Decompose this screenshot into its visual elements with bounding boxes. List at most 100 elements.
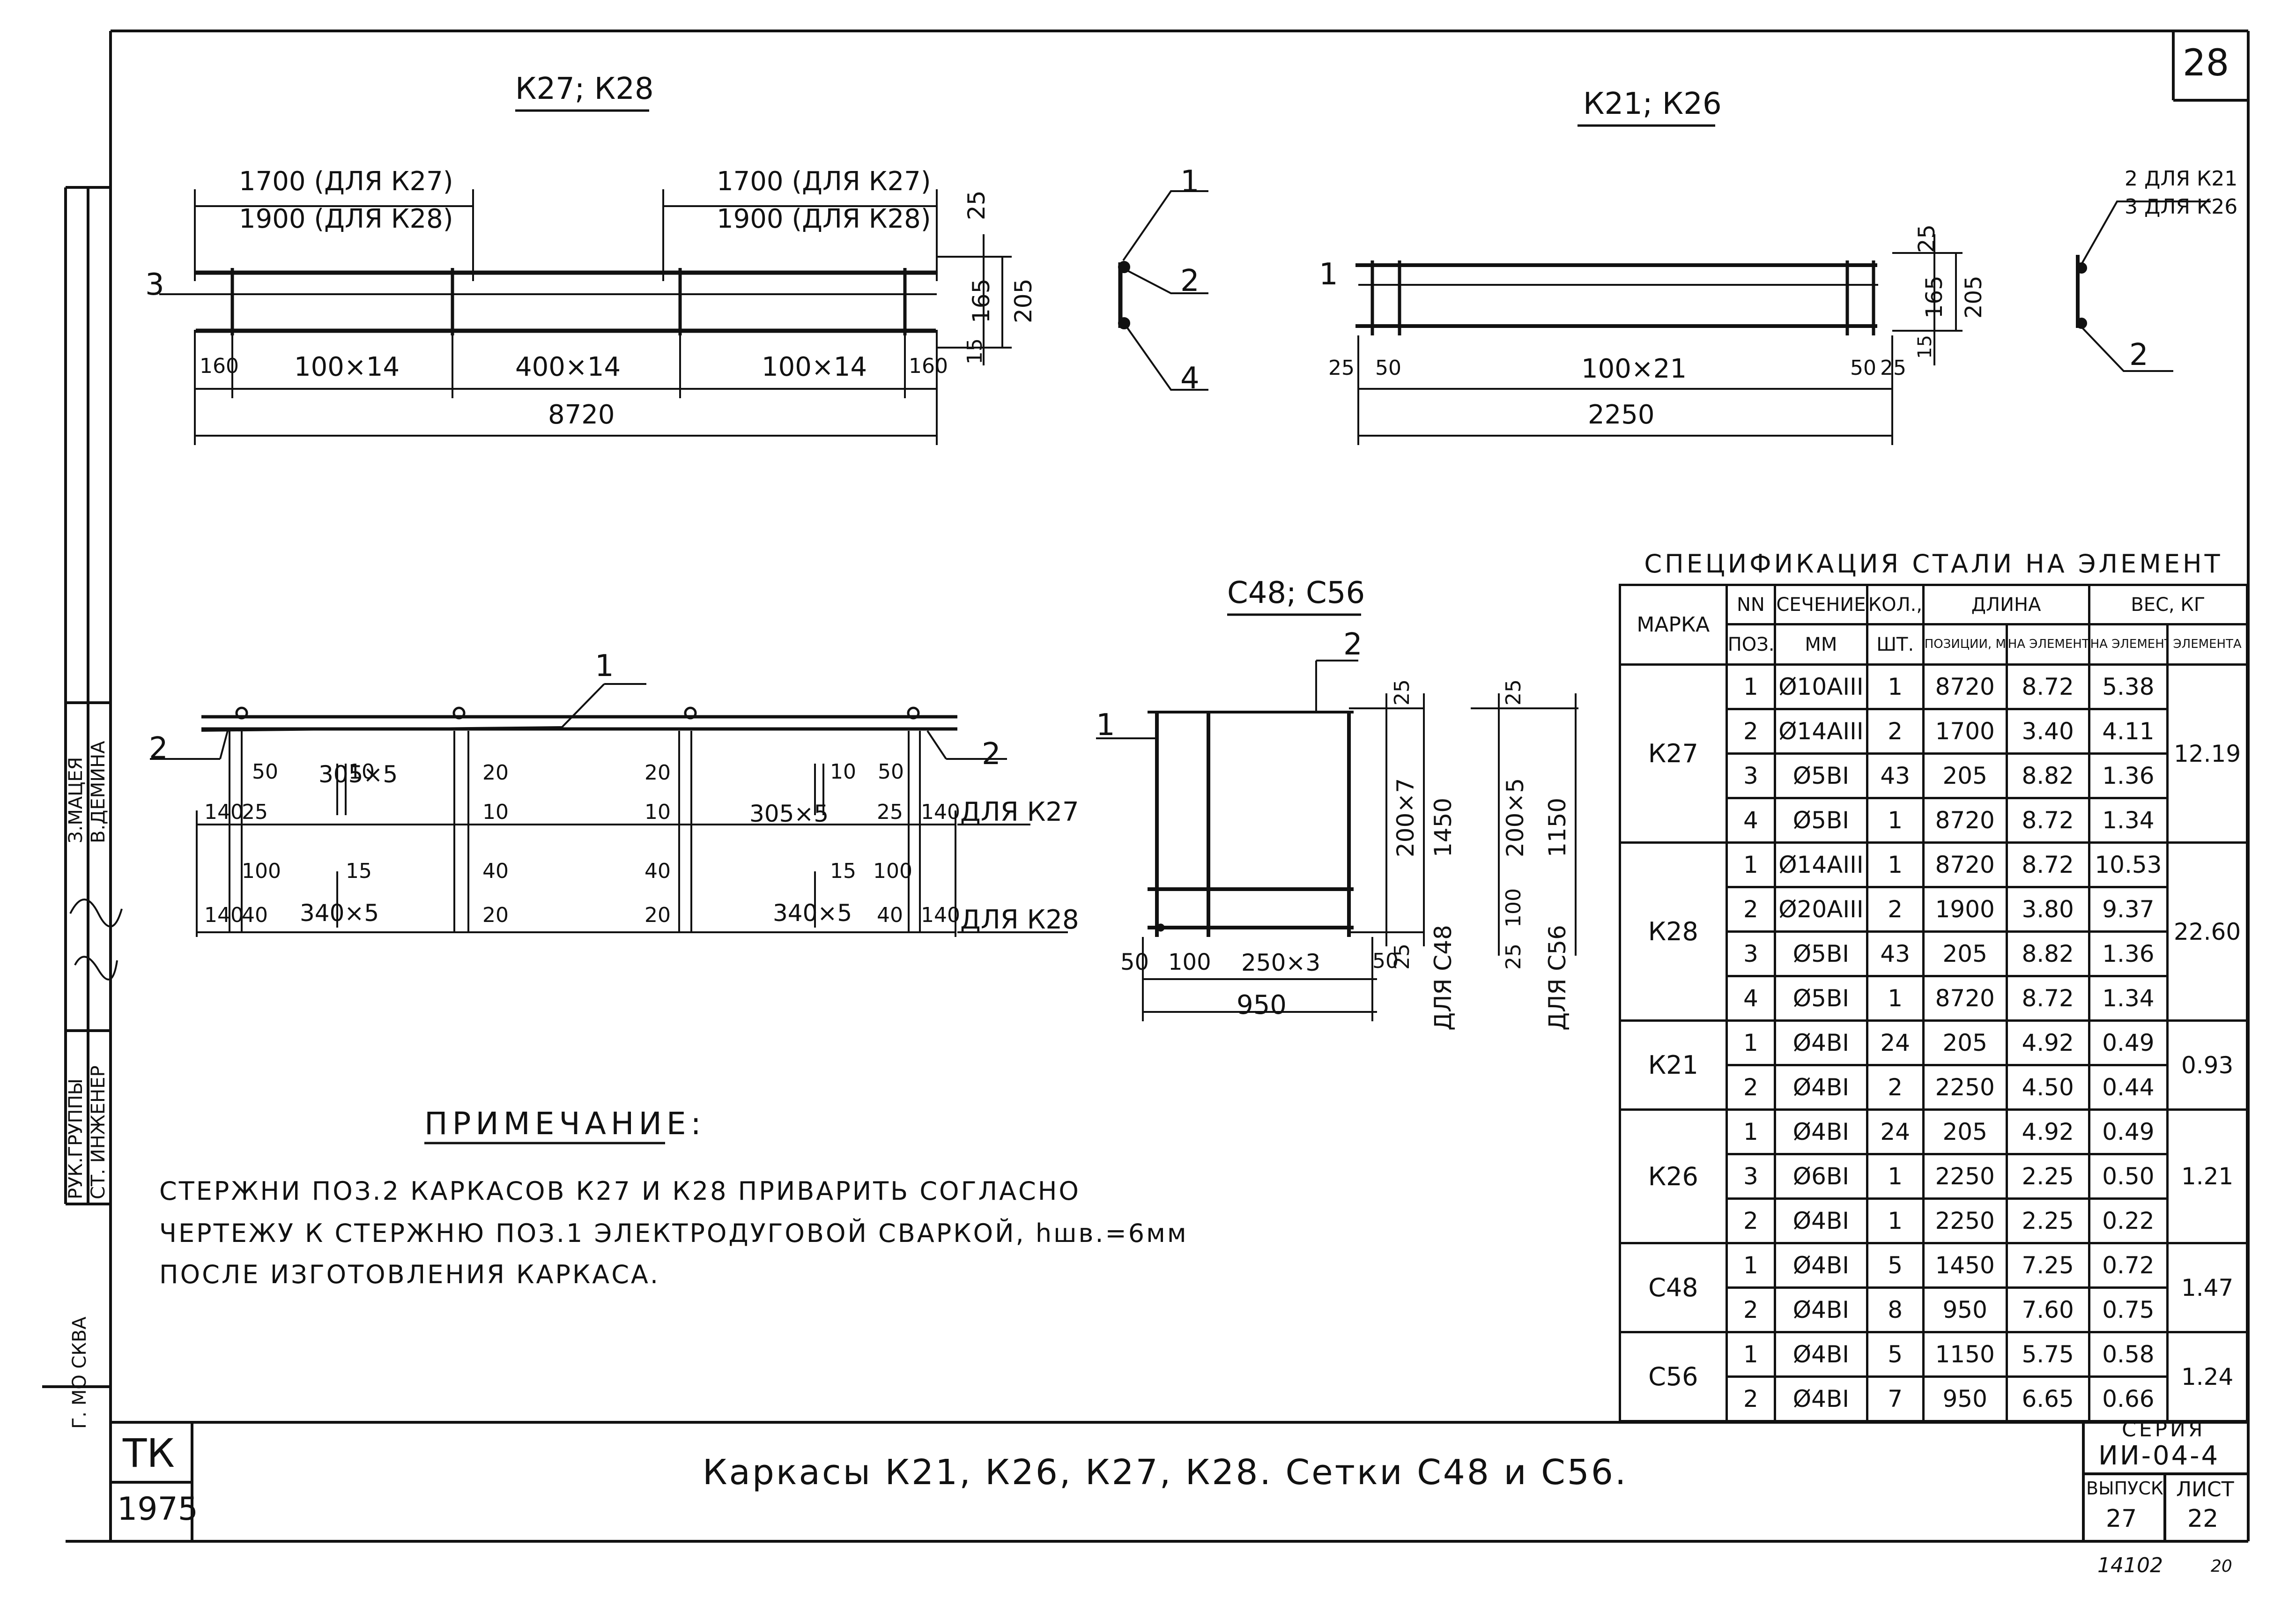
spec-h-len-el: НА ЭЛЕМЕНТ, М xyxy=(2005,623,2090,666)
dim-v165: 165 xyxy=(968,278,995,323)
spec-weight-cell: 0.58 xyxy=(2088,1331,2169,1378)
spec-len-mm-cell: 950 xyxy=(1922,1286,2008,1333)
dim-v25: 25 xyxy=(963,190,990,220)
plan-r1b-140: 140 xyxy=(921,800,960,824)
spec-len-m-cell: 2.25 xyxy=(2005,1197,2090,1244)
view-title-k27: К27; К28 xyxy=(515,72,654,106)
plan-for-k27: ДЛЯ К27 xyxy=(960,797,1079,827)
spec-len-mm-cell: 205 xyxy=(1922,1108,2008,1155)
spec-len-mm-cell: 205 xyxy=(1922,752,2008,799)
note-line-2: ЧЕРТЕЖУ К СТЕРЖНЮ ПОЗ.1 ЭЛЕКТРОДУГОВОЙ С… xyxy=(159,1219,1188,1248)
spec-h-mark: МАРКА xyxy=(1619,584,1728,666)
mesh-pos-1: 1 xyxy=(1096,708,1115,743)
spec-len-mm-cell: 1700 xyxy=(1922,708,2008,755)
k21-section-note-2: 3 ДЛЯ К26 xyxy=(2125,195,2238,219)
plan-r1-140: 140 xyxy=(204,800,244,824)
k21-dim-50-a: 50 xyxy=(1375,356,1401,380)
plan-r1b-20: 20 xyxy=(644,761,671,785)
spec-qty-cell: 5 xyxy=(1866,1242,1925,1289)
spec-len-mm-cell: 1150 xyxy=(1922,1331,2008,1378)
spec-weight-cell: 10.53 xyxy=(2088,841,2169,888)
plan-r1-20: 20 xyxy=(482,761,509,785)
spec-len-m-cell: 2.25 xyxy=(2005,1153,2090,1200)
spec-total-cell: 1.47 xyxy=(2166,1242,2248,1333)
spec-section-cell: Ø4BI xyxy=(1774,1375,1868,1422)
k21-section-note-1: 2 ДЛЯ К21 xyxy=(2125,167,2238,191)
spec-pos-cell: 3 xyxy=(1725,752,1777,799)
spec-len-m-cell: 4.50 xyxy=(2005,1064,2090,1111)
k21-v205: 205 xyxy=(1961,275,1987,319)
plan-r2-top-15: 15 xyxy=(346,859,372,883)
spec-pos-cell: 1 xyxy=(1725,1331,1777,1378)
plan-r2b-top-40: 40 xyxy=(644,859,671,883)
spec-weight-cell: 9.37 xyxy=(2088,886,2169,933)
spec-len-m-cell: 8.72 xyxy=(2005,797,2090,844)
plan-r2-top-40: 40 xyxy=(482,859,509,883)
spec-qty-cell: 5 xyxy=(1866,1331,1925,1378)
spec-qty-cell: 1 xyxy=(1866,663,1925,710)
note-heading: ПРИМЕЧАНИЕ: xyxy=(424,1106,706,1142)
len-k28-b: 1900 (ДЛЯ К28) xyxy=(717,204,931,234)
spec-weight-cell: 0.44 xyxy=(2088,1064,2169,1111)
plan-r2-top-100: 100 xyxy=(242,859,281,883)
spec-len-mm-cell: 1450 xyxy=(1922,1242,2008,1289)
dim-160-b: 160 xyxy=(909,354,948,378)
mesh-h100: 100 xyxy=(1168,949,1211,975)
spec-qty-cell: 1 xyxy=(1866,841,1925,888)
mesh-pos-2: 2 xyxy=(1343,627,1363,662)
spec-qty-cell: 1 xyxy=(1866,1197,1925,1244)
strip-role-1: РУК.ГРУППЫ xyxy=(65,1078,87,1199)
note-line-1: СТЕРЖНИ ПОЗ.2 КАРКАСОВ К27 И К28 ПРИВАРИ… xyxy=(159,1176,1081,1206)
spec-weight-cell: 1.34 xyxy=(2088,975,2169,1022)
footer-number: 14102 xyxy=(2097,1553,2163,1577)
spec-h-w-total: ЭЛЕМЕНТА xyxy=(2166,623,2248,666)
plan-r1b-25: 25 xyxy=(877,800,903,824)
spec-section-cell: Ø4BI xyxy=(1774,1019,1868,1066)
dim-400x14: 400×14 xyxy=(515,352,621,382)
list-value: 22 xyxy=(2187,1505,2219,1533)
spec-weight-cell: 0.66 xyxy=(2088,1375,2169,1422)
note-line-3: ПОСЛЕ ИЗГОТОВЛЕНИЯ КАРКАСА. xyxy=(159,1260,660,1289)
plan-r2b-20: 20 xyxy=(644,903,671,927)
spec-qty-cell: 24 xyxy=(1866,1019,1925,1066)
spec-len-m-cell: 8.82 xyxy=(2005,752,2090,799)
spec-len-m-cell: 7.60 xyxy=(2005,1286,2090,1333)
spec-weight-cell: 1.34 xyxy=(2088,797,2169,844)
plan-r1-top-50: 50 xyxy=(252,760,278,784)
mesh-v200x7: 200×7 xyxy=(1392,778,1419,857)
mesh-v100: 100 xyxy=(1502,888,1526,928)
spec-caption: СПЕЦИФИКАЦИЯ СТАЛИ НА ЭЛЕМЕНТ xyxy=(1620,543,2247,586)
spec-pos-cell: 3 xyxy=(1725,1153,1777,1200)
k21-dim-total: 2250 xyxy=(1588,400,1655,430)
plan-r2b-340x5: 340×5 xyxy=(773,899,852,927)
mesh-h50-b: 50 xyxy=(1372,949,1399,973)
spec-qty-cell: 43 xyxy=(1866,930,1925,977)
plan-r2b-40: 40 xyxy=(877,903,903,927)
mesh-v25-c: 25 xyxy=(1502,679,1526,706)
spec-pos-cell: 3 xyxy=(1725,930,1777,977)
sheet-number: 28 xyxy=(2183,42,2229,84)
dim-100x14-a: 100×14 xyxy=(294,352,400,382)
spec-h-weight: ВЕС, КГ xyxy=(2088,584,2249,625)
plan-r1b-10: 10 xyxy=(644,800,671,824)
plan-r1-top-10: 10 xyxy=(348,760,375,784)
dim-100x14-b: 100×14 xyxy=(762,352,867,382)
len-k28-a: 1900 (ДЛЯ К28) xyxy=(239,204,453,234)
len-k27-a: 1700 (ДЛЯ К27) xyxy=(239,166,453,197)
spec-section-cell: Ø4BI xyxy=(1774,1108,1868,1155)
k21-dim-25-b: 25 xyxy=(1880,356,1906,380)
spec-qty-cell: 24 xyxy=(1866,1108,1925,1155)
spec-len-mm-cell: 950 xyxy=(1922,1375,2008,1422)
stamp-code: ТК xyxy=(123,1430,175,1476)
spec-pos-cell: 4 xyxy=(1725,975,1777,1022)
spec-qty-cell: 1 xyxy=(1866,1153,1925,1200)
plan-r1b-top-50: 50 xyxy=(878,760,904,784)
spec-weight-cell: 5.38 xyxy=(2088,663,2169,710)
spec-pos-cell: 2 xyxy=(1725,1375,1777,1422)
